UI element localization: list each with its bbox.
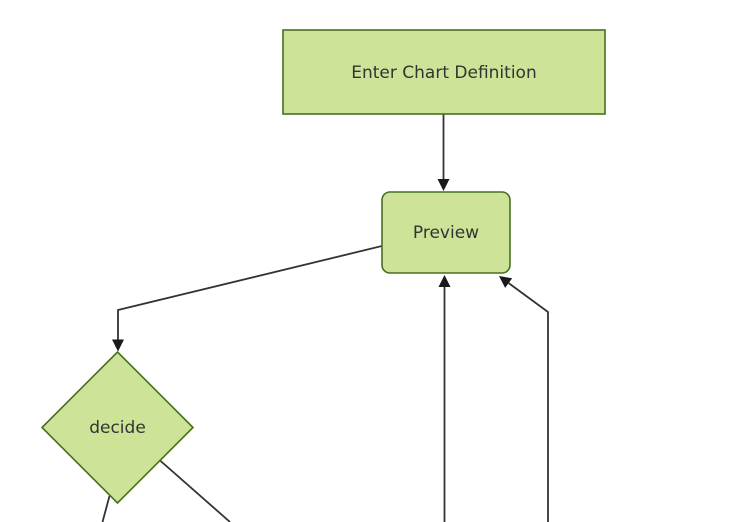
edge-decide-to-offscreen-right — [158, 459, 231, 522]
edge-preview-to-decide — [112, 245, 383, 352]
node-preview-label: Preview — [413, 223, 479, 243]
edge-line — [117, 245, 383, 340]
edge-line — [158, 459, 231, 522]
node-enter-chart-definition-label: Enter Chart Definition — [351, 63, 536, 83]
edge-offscreen-to-preview-bent — [499, 276, 549, 522]
edge-decide-to-offscreen-left — [101, 495, 111, 522]
node-enter-chart-definition: Enter Chart Definition — [282, 29, 606, 115]
rectangle-shape — [282, 29, 606, 115]
node-layer: Enter Chart Definition Preview decide — [40, 29, 606, 505]
edge-enter-to-preview — [437, 114, 450, 191]
edge-offscreen-to-preview-straight — [438, 275, 451, 522]
arrowhead-down-icon — [437, 179, 450, 191]
arrowhead-down-icon — [112, 339, 124, 352]
edge-layer — [101, 114, 549, 522]
node-preview: Preview — [381, 191, 511, 274]
rounded-rectangle-shape — [381, 191, 511, 274]
edge-line — [101, 495, 111, 522]
node-decide-label: decide — [89, 418, 146, 438]
arrowhead-up-left-icon — [499, 276, 513, 288]
diamond-shape — [40, 350, 195, 505]
edge-line — [508, 282, 549, 522]
node-decide: decide — [40, 350, 195, 505]
arrowhead-up-icon — [438, 275, 451, 287]
